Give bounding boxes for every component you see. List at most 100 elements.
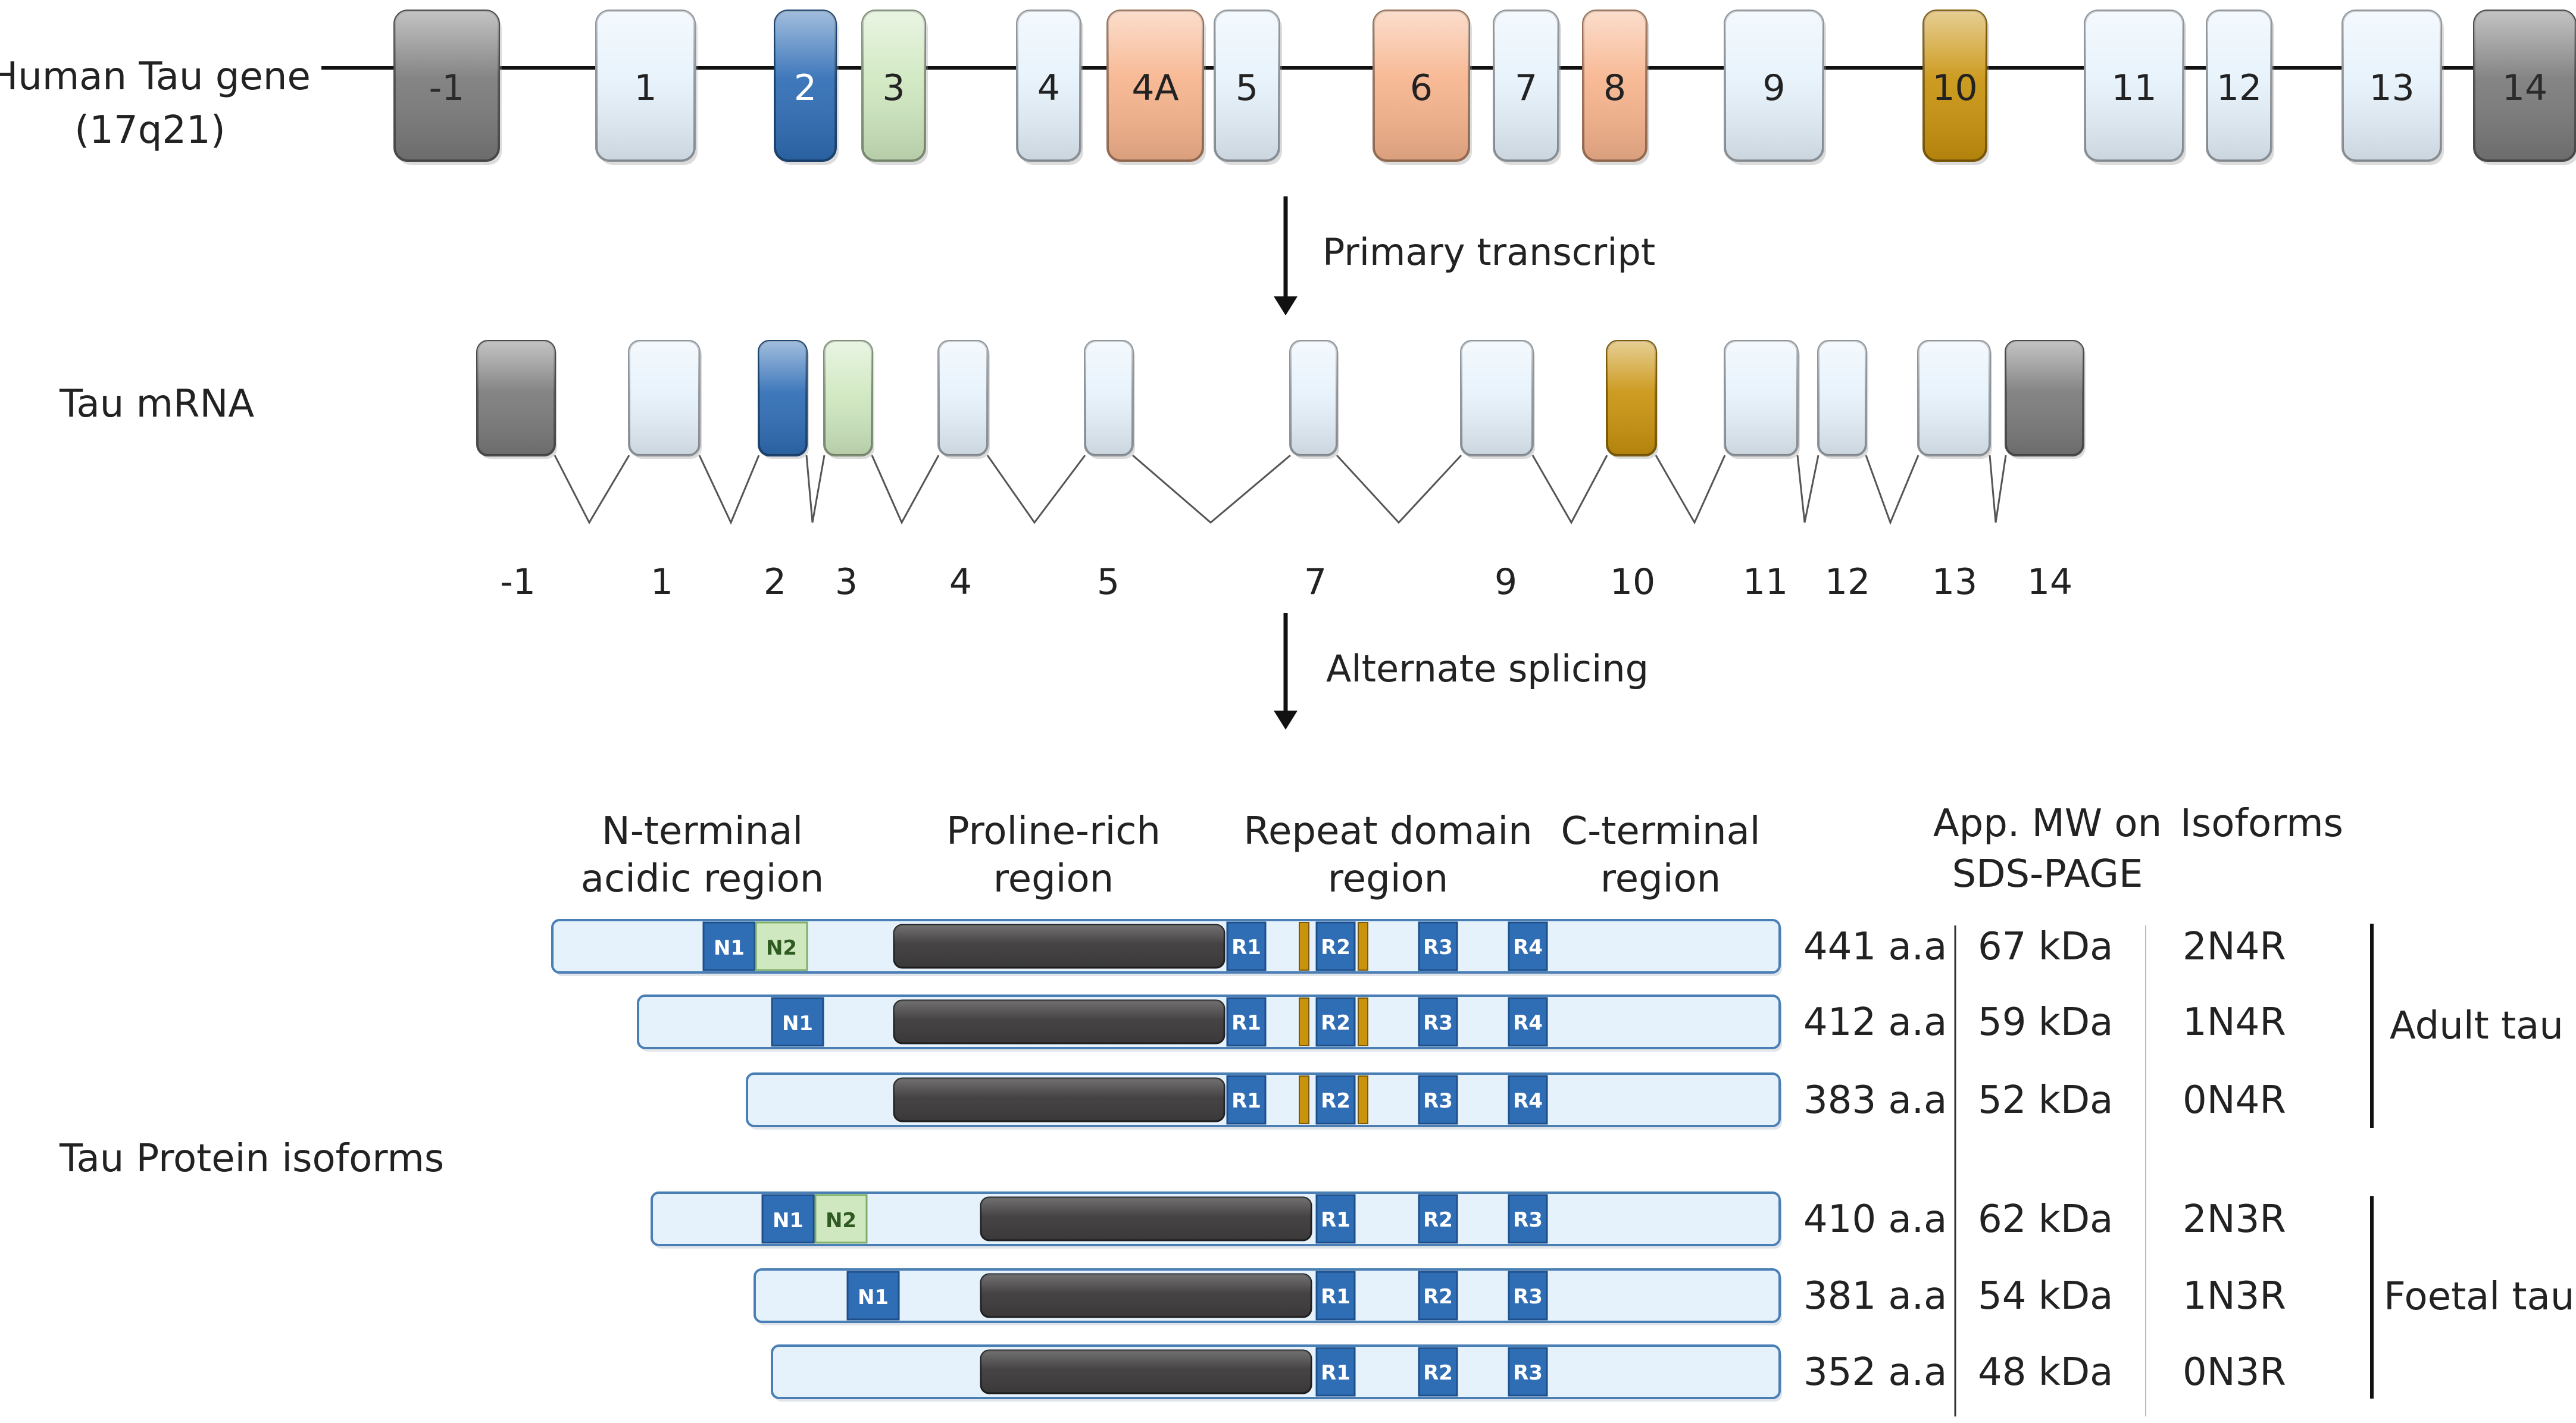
isoform-length: 441 a.a [1803, 925, 1947, 969]
gene-exon-8: 8 [1582, 10, 1649, 165]
splice-line [1796, 455, 1820, 523]
mrna-exon-number: 11 [1743, 561, 1788, 603]
gene-exon-7: 7 [1493, 10, 1561, 165]
mrna-exon-number: 9 [1495, 561, 1517, 603]
repeat-label: R2 [1423, 1361, 1453, 1385]
exon10-marker [1358, 922, 1368, 971]
splice-line [805, 455, 826, 523]
isoform-length: 410 a.a [1803, 1197, 1947, 1241]
mrna-exon-number: 2 [764, 561, 786, 603]
repeat-R2: R2 [1418, 1194, 1458, 1244]
repeat-label: R3 [1423, 1089, 1453, 1113]
repeat-R4: R4 [1508, 997, 1548, 1047]
gene-label-line1: Human Tau gene [0, 55, 311, 99]
isoform-length: 352 a.a [1803, 1350, 1947, 1394]
repeat-label: R3 [1423, 936, 1453, 959]
mrna-exon-number: 4 [949, 561, 972, 603]
foetal-tau-label: Foetal tau [2384, 1275, 2574, 1319]
primary-transcript-label: Primary transcript [1323, 230, 1655, 274]
mrna-exon-number: 10 [1610, 561, 1655, 603]
splice-line [871, 455, 940, 525]
gene-exon-label: 5 [1236, 67, 1258, 109]
gene-exon-label: 11 [2111, 67, 2156, 109]
header-mw-2: SDS-PAGE [1952, 852, 2143, 896]
splice-line [1531, 455, 1608, 525]
mrna-exon-group [476, 340, 2086, 459]
mrna-exon-number: 3 [835, 561, 858, 603]
insert-label: N1 [773, 1209, 804, 1233]
isoform-length: 412 a.a [1803, 1000, 1947, 1044]
gene-exon-9: 9 [1724, 10, 1826, 165]
isoform-mw: 59 kDa [1978, 1000, 2113, 1044]
header-repeat-2: region [1328, 857, 1448, 901]
primary-transcript-arrow: Primary transcript [1274, 196, 1655, 315]
gene-exon-label: 12 [2217, 67, 2262, 109]
repeat-label: R1 [1321, 1208, 1350, 1232]
repeat-R1: R1 [1315, 1271, 1356, 1321]
isoform-name: 2N4R [2183, 925, 2286, 969]
insert-N1: N1 [846, 1271, 900, 1321]
repeat-R3: R3 [1508, 1271, 1548, 1321]
mrna-exon-13 [1917, 340, 1992, 459]
insert-label: N2 [766, 936, 797, 960]
repeat-R3: R3 [1418, 1075, 1458, 1125]
mrna-exon-12 [1817, 340, 1868, 459]
gene-exon-label: 14 [2502, 67, 2547, 109]
insert-N2: N2 [755, 921, 808, 971]
gene-exon-label: 4A [1131, 67, 1178, 109]
header-proline-2: region [993, 857, 1114, 901]
mrna-exon-10 [1606, 340, 1658, 459]
alternate-splicing-arrow: Alternate splicing [1274, 613, 1649, 730]
repeat-R2: R2 [1418, 1271, 1458, 1321]
mrna-exon-number: 13 [1932, 561, 1977, 603]
gene-exon-label: 6 [1410, 67, 1433, 109]
insert-N1: N1 [702, 921, 756, 971]
splice-lines [554, 454, 2007, 526]
header-repeat-1: Repeat domain [1243, 809, 1532, 853]
mrna-exon-3 [823, 340, 874, 459]
gene-exon-label: 13 [2369, 67, 2414, 109]
exon10-marker [1299, 997, 1309, 1046]
repeat-R2: R2 [1418, 1347, 1458, 1397]
mrna-exon-1 [628, 340, 702, 459]
isoform-name: 2N3R [2183, 1197, 2286, 1241]
isoform-mw: 54 kDa [1978, 1274, 2113, 1318]
gene-exon-label: 2 [794, 67, 817, 109]
exon10-marker [1358, 997, 1368, 1046]
gene-exon-3: 3 [861, 10, 928, 165]
insert-label: N1 [782, 1012, 813, 1036]
insert-label: N1 [714, 936, 745, 960]
gene-exon-11: 11 [2084, 10, 2186, 165]
gene-exon-label: 3 [882, 67, 905, 109]
mrna-exon-2 [758, 340, 809, 459]
repeat-label: R4 [1513, 1011, 1543, 1035]
mrna-exon-11 [1724, 340, 1800, 459]
alternate-splicing-label: Alternate splicing [1326, 647, 1649, 690]
gene-exon-13: 13 [2341, 10, 2444, 165]
mrna-exon-number: -1 [500, 561, 536, 603]
insert-N2: N2 [814, 1194, 868, 1244]
splice-line [1132, 454, 1291, 524]
mrna-exon-number: 1 [651, 561, 673, 603]
gene-exon-label: -1 [429, 67, 465, 109]
splice-line [1865, 455, 1920, 526]
splice-line [1989, 455, 2007, 523]
gene-exon-2: 2 [774, 10, 839, 165]
adult-tau-group: Adult tau [2370, 924, 2564, 1128]
repeat-label: R2 [1321, 1089, 1350, 1113]
mrna-exon-7 [1289, 340, 1339, 459]
repeat-label: R3 [1513, 1208, 1543, 1232]
repeat-label: R3 [1513, 1285, 1543, 1309]
gene-exon-6: 6 [1373, 10, 1472, 165]
gene-exon-5: 5 [1214, 10, 1282, 165]
mrna-exon-number: 12 [1825, 561, 1870, 603]
mrna-exon-9 [1460, 340, 1535, 459]
